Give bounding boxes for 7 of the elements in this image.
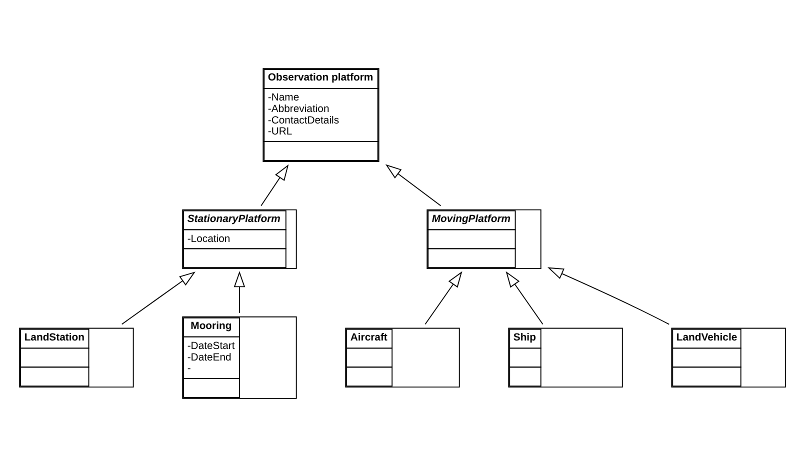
arrow [506, 270, 544, 324]
arrow [385, 164, 442, 206]
arrow [260, 164, 289, 206]
arrow [424, 270, 462, 324]
arrow [547, 266, 670, 324]
arrow [234, 270, 246, 313]
arrow [121, 271, 196, 324]
